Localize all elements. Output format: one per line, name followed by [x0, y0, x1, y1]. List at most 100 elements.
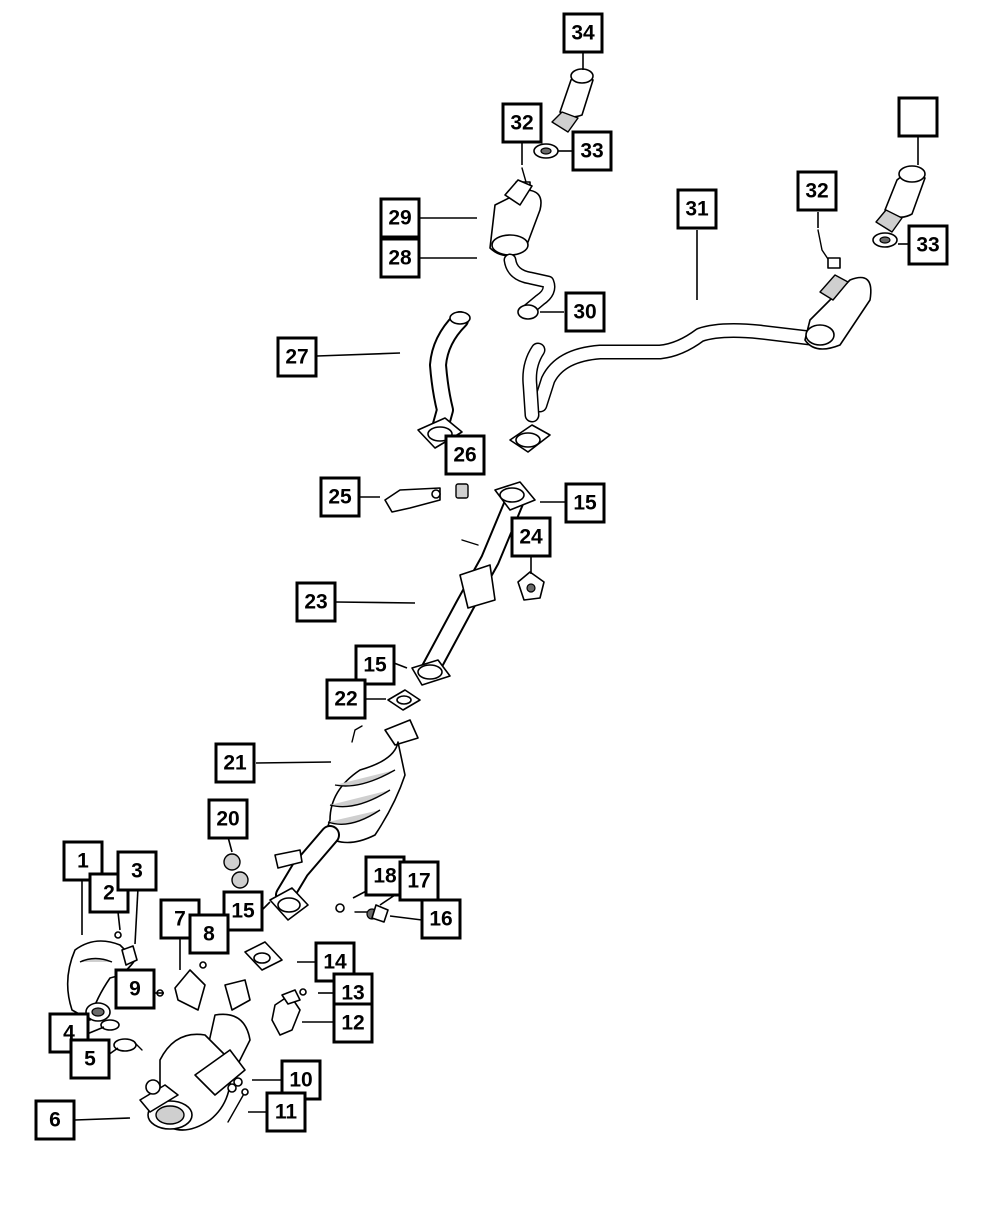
stud-3: [121, 945, 138, 966]
svg-text:32: 32: [805, 180, 828, 203]
center-pipe-resonator: [411, 481, 536, 686]
svg-text:21: 21: [223, 752, 247, 775]
svg-text:15: 15: [363, 654, 387, 677]
catalytic-converter-21: [269, 719, 419, 921]
leader-16: [389, 915, 423, 921]
callout-9: 9: [114, 968, 156, 1010]
callout-26: 26: [444, 434, 486, 476]
rod-11: [227, 1088, 249, 1123]
svg-text:24: 24: [519, 526, 543, 549]
svg-text:33: 33: [916, 234, 939, 257]
svg-text:30: 30: [573, 301, 596, 324]
callout-32b: 32: [796, 170, 838, 212]
svg-text:29: 29: [388, 207, 411, 230]
callout-27: 27: [276, 336, 318, 378]
callout-12: 12: [332, 1002, 374, 1044]
clamp-upper: [533, 143, 559, 159]
callout-15a: 15: [564, 482, 606, 524]
svg-text:28: 28: [388, 247, 412, 270]
callout-16: 16: [420, 898, 462, 940]
isolator: [455, 483, 469, 499]
callout-18: 18: [364, 855, 406, 897]
tailpipe-left: [503, 253, 556, 320]
intermediate-pipe-left: [417, 311, 471, 449]
muffler-left: [489, 179, 542, 257]
svg-text:11: 11: [275, 1101, 298, 1124]
svg-text:15: 15: [573, 492, 597, 515]
svg-text:26: 26: [453, 444, 476, 467]
leader-6: [74, 1117, 131, 1121]
svg-text:15: 15: [231, 900, 255, 923]
leader-15b: [393, 662, 408, 669]
clamp-right: [872, 232, 898, 248]
svg-text:8: 8: [203, 923, 215, 946]
svg-text:34: 34: [571, 22, 595, 45]
gasket-22: [387, 689, 421, 711]
front-converter-assembly-6: [139, 979, 251, 1131]
leader-3: [134, 887, 139, 945]
leader-21: [255, 761, 332, 764]
callout-31: 31: [676, 188, 718, 230]
callout-22: 22: [325, 678, 367, 720]
svg-text:2: 2: [103, 882, 115, 905]
callout-8: 8: [188, 913, 230, 955]
svg-text:18: 18: [373, 865, 397, 888]
callout-15b: 15: [354, 644, 396, 686]
svg-text:5: 5: [84, 1048, 96, 1071]
exhaust-isolator-24: [517, 571, 545, 601]
svg-text:9: 9: [129, 978, 141, 1001]
callout-33b: 33: [907, 224, 949, 266]
svg-text:12: 12: [341, 1012, 364, 1035]
callout-5: 5: [69, 1038, 111, 1080]
callout-34a: 34: [562, 12, 604, 54]
isolator-20: [223, 853, 249, 889]
callout-3: 3: [116, 850, 158, 892]
callouts: 34 32 33 29 28 30 32 33 31 27 26 25 15 2…: [34, 12, 949, 1141]
svg-text:32: 32: [510, 112, 533, 135]
exhaust-tip-right: [875, 165, 926, 233]
bracket-12: [271, 989, 301, 1036]
svg-text:10: 10: [289, 1069, 312, 1092]
svg-text:13: 13: [341, 982, 364, 1005]
svg-text:27: 27: [285, 346, 308, 369]
callout-2: 2: [88, 872, 130, 914]
gasket-14: [244, 941, 283, 971]
callout-30: 30: [564, 291, 606, 333]
bracket-7: [156, 961, 207, 1011]
svg-text:20: 20: [216, 808, 239, 831]
nut-2: [114, 931, 122, 939]
leader-4: [86, 1026, 105, 1035]
callout-11: 11: [265, 1091, 307, 1133]
svg-text:16: 16: [429, 908, 452, 931]
svg-text:33: 33: [580, 140, 603, 163]
svg-text:25: 25: [328, 486, 352, 509]
callout-6: 6: [34, 1099, 76, 1141]
leader-27: [316, 352, 401, 357]
leader-2: [117, 911, 121, 931]
svg-text:23: 23: [304, 591, 327, 614]
svg-text:22: 22: [334, 688, 357, 711]
svg-text:3: 3: [131, 860, 143, 883]
leader-23: [335, 601, 416, 604]
callout-33a: 33: [571, 130, 613, 172]
svg-text:6: 6: [49, 1109, 61, 1132]
svg-text:17: 17: [407, 870, 430, 893]
callout-24: 24: [510, 516, 552, 558]
callout-29: 29: [379, 197, 421, 239]
stud-10: [227, 1077, 243, 1093]
bolt-13: [299, 988, 307, 996]
gasket-4: [100, 1019, 120, 1031]
svg-text:14: 14: [323, 951, 347, 974]
manifold-1: [66, 940, 136, 1022]
muffler-right: [804, 274, 872, 350]
y-pipe-right-branch: [509, 323, 818, 453]
clamp-5: [113, 1038, 143, 1052]
part-illustrations: [66, 68, 926, 1131]
svg-text:7: 7: [174, 908, 186, 931]
svg-text:1: 1: [77, 850, 89, 873]
hanger-right: [817, 229, 841, 269]
sensor-hardware: [335, 903, 389, 923]
callout-23: 23: [295, 581, 337, 623]
callout-28: 28: [379, 237, 421, 279]
